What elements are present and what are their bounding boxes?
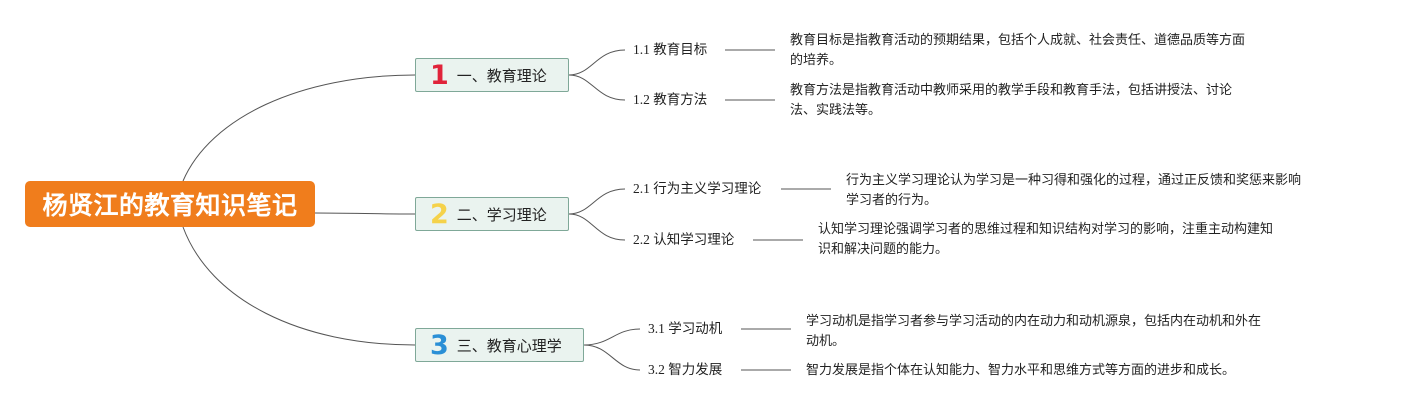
description-3-2: 智力发展是指个体在认知能力、智力水平和思维方式等方面的进步和成长。 <box>806 361 1235 381</box>
number-marker-1: 1 <box>430 59 449 91</box>
number-marker-3: 3 <box>430 329 449 361</box>
edge-root-branch-1 <box>182 74 416 182</box>
branch-node-1[interactable]: 1 一、教育理论 <box>415 58 569 92</box>
description-3-1: 学习动机是指学习者参与学习活动的内在动力和动机源泉，包括内在动机和外在 动机。 <box>806 312 1261 352</box>
description-line: 识和解决问题的能力。 <box>818 242 949 257</box>
subtopic-1-1[interactable]: 1.1 教育目标 <box>633 42 708 57</box>
branch-label-2: 二、学习理论 <box>456 205 547 224</box>
root-title: 杨贤江的教育知识笔记 <box>42 191 298 220</box>
edge-root-branch-3 <box>182 226 416 346</box>
description-1-1: 教育目标是指教育活动的预期结果，包括个人成就、社会责任、道德品质等方面 的培养。 <box>790 31 1245 71</box>
edge-branch-2-sub-1 <box>568 188 626 215</box>
edge-branch-1-sub-1 <box>568 49 626 76</box>
description-line: 学习动机是指学习者参与学习活动的内在动力和动机源泉，包括内在动机和外在 <box>806 314 1262 329</box>
subtopic-2-1[interactable]: 2.1 行为主义学习理论 <box>633 181 762 196</box>
edge-branch-3-sub-2 <box>583 344 641 371</box>
subtopic-2-2[interactable]: 2.2 认知学习理论 <box>633 232 735 247</box>
description-2-1: 行为主义学习理论认为学习是一种习得和强化的过程，通过正反馈和奖惩来影响 学习者的… <box>846 171 1301 211</box>
description-line: 智力发展是指个体在认知能力、智力水平和思维方式等方面的进步和成长。 <box>806 363 1236 378</box>
description-line: 动机。 <box>806 334 846 349</box>
description-line: 行为主义学习理论认为学习是一种习得和强化的过程，通过正反馈和奖惩来影响 <box>846 173 1302 188</box>
edge-root-branch-2 <box>314 212 416 215</box>
description-line: 学习者的行为。 <box>846 193 938 208</box>
description-1-2: 教育方法是指教育活动中教师采用的教学手段和教育手法，包括讲授法、讨论 法、实践法… <box>790 81 1232 121</box>
edge-branch-1-sub-2 <box>568 74 626 101</box>
description-2-2: 认知学习理论强调学习者的思维过程和知识结构对学习的影响，注重主动构建知 识和解决… <box>818 220 1273 260</box>
description-line: 教育目标是指教育活动的预期结果，包括个人成就、社会责任、道德品质等方面 <box>790 33 1246 48</box>
description-line: 认知学习理论强调学习者的思维过程和知识结构对学习的影响，注重主动构建知 <box>818 222 1274 237</box>
subtopic-3-1[interactable]: 3.1 学习动机 <box>648 321 723 336</box>
description-line: 法、实践法等。 <box>790 103 882 118</box>
branch-label-1: 一、教育理论 <box>456 66 547 85</box>
description-line: 教育方法是指教育活动中教师采用的教学手段和教育手法，包括讲授法、讨论 <box>790 83 1233 98</box>
branch-label-3: 三、教育心理学 <box>456 336 562 355</box>
subtopic-3-2[interactable]: 3.2 智力发展 <box>648 362 723 377</box>
description-line: 的培养。 <box>790 53 843 68</box>
branch-node-2[interactable]: 2 二、学习理论 <box>415 197 569 231</box>
edge-branch-2-sub-2 <box>568 213 626 241</box>
number-marker-2: 2 <box>430 198 449 230</box>
subtopic-1-2[interactable]: 1.2 教育方法 <box>633 92 708 107</box>
root-node[interactable]: 杨贤江的教育知识笔记 <box>25 181 315 227</box>
branch-node-3[interactable]: 3 三、教育心理学 <box>415 328 584 362</box>
edge-branch-3-sub-1 <box>583 328 641 346</box>
